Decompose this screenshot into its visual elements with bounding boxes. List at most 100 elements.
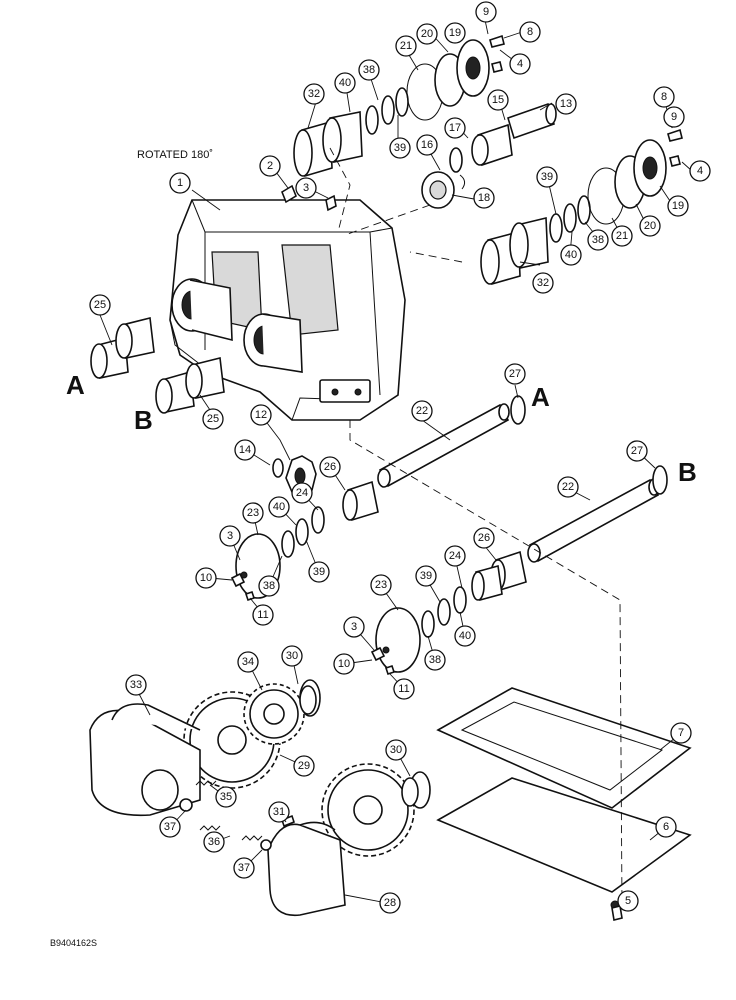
svg-text:40: 40 xyxy=(565,249,577,261)
svg-text:38: 38 xyxy=(263,580,275,592)
callout-26-lower: 26 xyxy=(473,527,495,549)
svg-text:37: 37 xyxy=(238,862,250,874)
svg-text:40: 40 xyxy=(459,630,471,642)
callout-32-upper: 32 xyxy=(303,83,325,105)
svg-text:40: 40 xyxy=(339,77,351,89)
svg-text:2: 2 xyxy=(267,160,273,172)
svg-text:7: 7 xyxy=(678,727,684,739)
callout-40-upper-hub: 40 xyxy=(268,496,290,518)
callout-2: 2 xyxy=(259,155,281,177)
svg-text:39: 39 xyxy=(394,142,406,154)
svg-text:8: 8 xyxy=(661,91,667,103)
callout-11-lower: 11 xyxy=(393,678,415,700)
svg-text:10: 10 xyxy=(200,572,212,584)
svg-text:20: 20 xyxy=(421,28,433,40)
svg-text:16: 16 xyxy=(421,139,433,151)
callout-39-upper-hub: 39 xyxy=(308,561,330,583)
callout-8-upper: 8 xyxy=(519,21,541,43)
svg-text:26: 26 xyxy=(478,532,490,544)
svg-text:28: 28 xyxy=(384,897,396,909)
svg-text:6: 6 xyxy=(663,821,669,833)
crank-arms xyxy=(89,703,346,917)
assembly-lines xyxy=(329,147,623,906)
svg-text:8: 8 xyxy=(527,26,533,38)
svg-text:4: 4 xyxy=(517,58,523,70)
callout-39-right: 39 xyxy=(536,166,558,188)
svg-text:26: 26 xyxy=(324,461,336,473)
svg-text:1: 1 xyxy=(177,177,183,189)
callout-4-upper: 4 xyxy=(509,53,531,75)
gasket-and-cover xyxy=(436,687,692,921)
callout-38-lower: 38 xyxy=(424,649,446,671)
callout-39-lower: 39 xyxy=(415,565,437,587)
svg-text:12: 12 xyxy=(255,409,267,421)
right-bearing-stack xyxy=(480,128,683,286)
callout-40-upper: 40 xyxy=(334,72,356,94)
svg-text:39: 39 xyxy=(420,570,432,582)
svg-text:34: 34 xyxy=(242,656,254,668)
callout-10-upper: 10 xyxy=(195,567,217,589)
svg-text:24: 24 xyxy=(449,550,461,562)
svg-text:3: 3 xyxy=(351,621,357,633)
callout-3: 3 xyxy=(295,177,317,199)
svg-text:9: 9 xyxy=(483,6,489,18)
svg-text:30: 30 xyxy=(286,650,298,662)
callout-30-upper: 30 xyxy=(281,645,303,667)
callout-32-right: 32 xyxy=(532,272,554,294)
svg-text:27: 27 xyxy=(631,445,643,457)
svg-text:9: 9 xyxy=(671,111,677,123)
svg-text:19: 19 xyxy=(672,200,684,212)
svg-text:10: 10 xyxy=(338,658,350,670)
svg-text:15: 15 xyxy=(492,94,504,106)
callout-9-right: 9 xyxy=(663,106,685,128)
callout-20-right: 20 xyxy=(639,215,661,237)
callout-27-upper: 27 xyxy=(504,363,526,385)
gearbox-housing xyxy=(169,199,406,421)
svg-text:29: 29 xyxy=(298,760,310,772)
parts-drawing xyxy=(89,19,693,921)
svg-text:25: 25 xyxy=(94,299,106,311)
retaining-rings-30 xyxy=(299,685,419,807)
callout-1: 1 xyxy=(169,172,191,194)
svg-text:39: 39 xyxy=(541,171,553,183)
callout-22-upper: 22 xyxy=(411,400,433,422)
callout-24-lower: 24 xyxy=(444,545,466,567)
svg-text:32: 32 xyxy=(308,88,320,100)
svg-text:37: 37 xyxy=(164,821,176,833)
svg-text:18: 18 xyxy=(478,192,490,204)
reference-letter-a-left: A xyxy=(66,370,85,400)
svg-text:3: 3 xyxy=(303,182,309,194)
svg-text:24: 24 xyxy=(296,487,308,499)
svg-text:32: 32 xyxy=(537,277,549,289)
callout-35: 35 xyxy=(215,786,237,808)
callout-33: 33 xyxy=(125,674,147,696)
dowel-pins xyxy=(281,184,337,212)
svg-text:22: 22 xyxy=(416,405,428,417)
svg-text:3: 3 xyxy=(227,530,233,542)
reference-letter-b-left: B xyxy=(134,405,153,435)
svg-text:38: 38 xyxy=(429,654,441,666)
callout-21-right: 21 xyxy=(611,225,633,247)
callout-19-right: 19 xyxy=(667,195,689,217)
svg-text:11: 11 xyxy=(398,683,409,695)
callout-40-lower: 40 xyxy=(454,625,476,647)
figure-id: B9404162S xyxy=(50,938,97,948)
callout-28: 28 xyxy=(379,892,401,914)
callout-8-right: 8 xyxy=(653,86,675,108)
svg-text:13: 13 xyxy=(560,98,572,110)
callout-6: 6 xyxy=(655,816,677,838)
svg-text:33: 33 xyxy=(130,679,142,691)
lower-hub-stack xyxy=(370,550,527,676)
callout-37-lower: 37 xyxy=(233,857,255,879)
callout-16: 16 xyxy=(416,134,438,156)
callout-26-upper: 26 xyxy=(319,456,341,478)
upper-hub-stack xyxy=(230,455,379,602)
callout-23-lower: 23 xyxy=(370,574,392,596)
svg-text:11: 11 xyxy=(257,609,268,621)
input-shaft-assembly xyxy=(421,102,557,209)
svg-text:31: 31 xyxy=(273,806,285,818)
callout-30-lower: 30 xyxy=(385,739,407,761)
callout-38-upper: 38 xyxy=(358,59,380,81)
svg-text:4: 4 xyxy=(697,165,703,177)
